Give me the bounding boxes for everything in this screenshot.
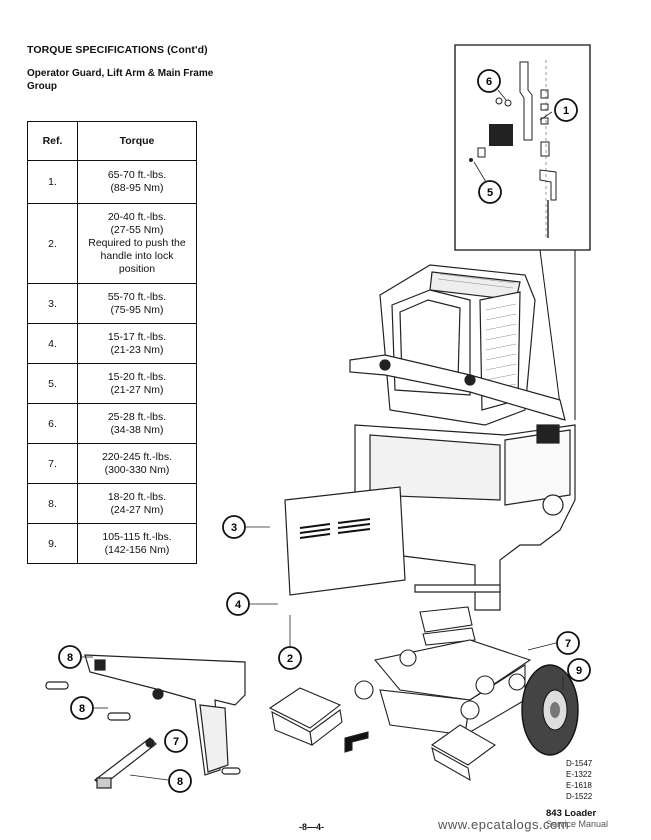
ref-cell: 7. [27,443,78,484]
svg-text:8: 8 [177,776,183,788]
torque-line: position [118,263,156,275]
torque-line: 25-28 ft.-lbs. [107,410,167,423]
table-header-row: Ref. Torque [27,121,197,161]
torque-cell: 15-17 ft.-lbs.(21-23 Nm) [77,323,197,364]
figure-code: D-1547 [566,759,593,768]
torque-line: (300-330 Nm) [104,463,170,476]
torque-line: (75-95 Nm) [110,303,164,316]
figure-codes: D-1547 E-1322 E-1618 D-1522 [566,758,592,802]
torque-line: (21-23 Nm) [110,343,164,356]
callout-2: 2 [278,646,302,670]
tire [521,664,579,756]
callout-8-top: 8 [58,645,82,669]
torque-line: 15-20 ft.-lbs. [107,370,167,383]
inset-detail-box [454,44,591,421]
svg-text:8: 8 [79,703,85,715]
page-title: TORQUE SPECIFICATIONS (Cont'd) [27,44,208,56]
torque-line: (27-55 Nm) [110,224,164,236]
page-number: -8—4- [299,822,325,832]
callout-7-left: 7 [164,729,188,753]
front-panel [284,486,501,596]
ref-cell: 4. [27,323,78,364]
callout-5: 5 [478,180,502,204]
torque-cell: 18-20 ft.-lbs.(24-27 Nm) [77,483,197,524]
torque-table: Ref. Torque 1.65-70 ft.-lbs.(88-95 Nm)2.… [27,121,197,564]
svg-text:3: 3 [231,522,237,534]
torque-line: (21-27 Nm) [110,383,164,396]
svg-text:2: 2 [287,653,293,665]
callout-4: 4 [226,592,250,616]
svg-text:6: 6 [486,76,492,88]
latch-plate [489,124,513,146]
torque-cell: 220-245 ft.-lbs.(300-330 Nm) [77,443,197,484]
torque-line: 15-17 ft.-lbs. [107,330,167,343]
table-row: 9.105-115 ft.-lbs.(142-156 Nm) [27,523,197,564]
callout-3: 3 [222,515,246,539]
svg-text:7: 7 [173,736,179,748]
callout-8-middle: 8 [70,696,94,720]
torque-cell: 15-20 ft.-lbs.(21-27 Nm) [77,363,197,404]
callout-9: 9 [567,658,591,682]
svg-text:1: 1 [563,105,569,117]
torque-line: (88-95 Nm) [110,182,164,194]
torque-line: 55-70 ft.-lbs. [107,290,167,303]
lift-arm-exploded [45,654,246,789]
lift-arms [349,354,566,421]
lower-shields [268,687,497,782]
torque-cell: 105-115 ft.-lbs.(142-156 Nm) [77,523,197,564]
svg-text:8: 8 [67,652,73,664]
section-subtitle: Operator Guard, Lift Arm & Main Frame Gr… [27,68,214,92]
torque-line: Required to push the [88,237,186,249]
manual-name: Service Manual [546,819,609,829]
figure-code: E-1618 [566,781,592,790]
leader-lines [81,89,564,781]
callout-6: 6 [477,69,501,93]
svg-text:9: 9 [576,665,582,677]
svg-text:7: 7 [565,638,571,650]
torque-line: (24-27 Nm) [110,503,164,516]
svg-text:5: 5 [487,187,493,199]
torque-line: (142-156 Nm) [104,543,170,556]
torque-line: handle into lock [100,250,174,262]
table-row: 1.65-70 ft.-lbs.(88-95 Nm) [27,160,197,204]
column-header-ref: Ref. [27,121,78,161]
torque-line: 65-70 ft.-lbs. [107,169,167,181]
table-row: 4.15-17 ft.-lbs.(21-23 Nm) [27,323,197,364]
torque-line: 20-40 ft.-lbs. [107,211,167,223]
callout-7-right: 7 [556,631,580,655]
table-row: 6.25-28 ft.-lbs.(34-38 Nm) [27,403,197,444]
callout-1: 1 [554,98,578,122]
drive-assembly [354,606,532,737]
column-header-torque: Torque [77,121,197,161]
figure-code: E-1322 [566,770,592,779]
ref-cell: 5. [27,363,78,404]
table-row: 5.15-20 ft.-lbs.(21-27 Nm) [27,363,197,404]
table-row: 8.18-20 ft.-lbs.(24-27 Nm) [27,483,197,524]
torque-line: 220-245 ft.-lbs. [101,450,173,463]
ref-cell: 2. [27,203,78,284]
torque-cell: 20-40 ft.-lbs.(27-55 Nm)Required to push… [77,203,197,284]
torque-line: (34-38 Nm) [110,423,164,436]
main-frame [354,424,576,611]
callout-8-bottom: 8 [168,769,192,793]
torque-line: 105-115 ft.-lbs. [102,530,172,543]
table-row: 2.20-40 ft.-lbs.(27-55 Nm)Required to pu… [27,203,197,284]
torque-cell: 65-70 ft.-lbs.(88-95 Nm) [77,160,197,204]
torque-line: 18-20 ft.-lbs. [107,490,167,503]
watermark: www.epcatalogs.com [438,817,570,832]
model-name: 843 Loader [546,808,597,819]
figure-code: D-1522 [566,792,593,801]
torque-cell: 25-28 ft.-lbs.(34-38 Nm) [77,403,197,444]
svg-text:4: 4 [235,599,242,611]
ref-cell: 6. [27,403,78,444]
table-row: 7.220-245 ft.-lbs.(300-330 Nm) [27,443,197,484]
